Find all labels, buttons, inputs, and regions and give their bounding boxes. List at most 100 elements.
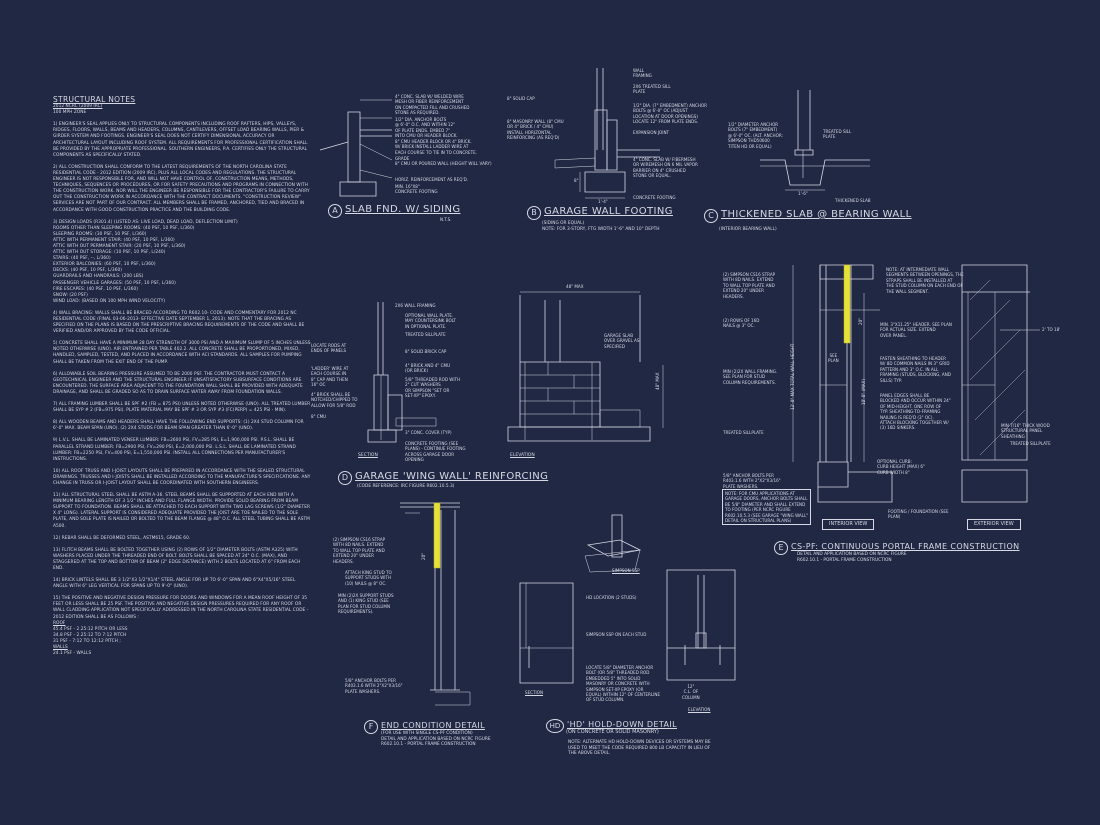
label-b-cap: 8" SOLID CAP xyxy=(507,96,535,101)
detail-e-name: CS-PF: CONTINUOUS PORTAL FRAME CONSTRUCT… xyxy=(791,542,1020,551)
label-d-plate: OPTIONAL WALL PLATE. MAY COUNTERSINK BOL… xyxy=(405,313,456,329)
detail-d-badge: D xyxy=(338,471,352,485)
notes-title: STRUCTURAL NOTES xyxy=(53,95,136,104)
label-d-cover: 3" CONC. COVER (TYP) xyxy=(405,430,452,435)
label-d-framing: 2x6 WALL FRAMING xyxy=(395,303,436,308)
label-e-sill: TREATED SILLPLATE xyxy=(723,430,764,435)
detail-e-subtitle: DETAIL AND APPLICATION BASED ON NCRC FIG… xyxy=(797,552,907,563)
detail-d-subtitle: (CODE REFERENCE: IRC FIGURE R602.10.5.3) xyxy=(357,484,455,489)
label-f-king: ATTACH KING STUD TO SUPPORT STUDS WITH (… xyxy=(345,570,392,586)
label-d-sill: TREATED SILLPLATE xyxy=(405,332,446,337)
detail-d-section-label: SECTION xyxy=(358,453,378,458)
walls-heading: WALLS xyxy=(53,645,68,651)
label-e-framing: MIN (2)2X WALL FRAMING. SEE PLAN FOR STU… xyxy=(723,369,778,385)
label-e-strap: (2) SIMPSON CS16 STRAP WITH 8d NAILS. EX… xyxy=(723,272,776,299)
label-e-fasten: FASTEN SHEATHING TO HEADER W/ 8d COMMON … xyxy=(880,356,951,383)
label-b-depth: 8" xyxy=(574,178,579,183)
detail-d-elevation-label: ELEVATION xyxy=(510,453,535,458)
detail-e-title: E CS-PF: CONTINUOUS PORTAL FRAME CONSTRU… xyxy=(774,541,1020,555)
detail-e-exterior-drawing xyxy=(962,265,1040,502)
detail-hd-title: HD 'HD' HOLD-DOWN DETAIL xyxy=(546,719,677,733)
label-d-notch: 4" BRICK SHALL BE NOTCHED/CHIPPED TO ALL… xyxy=(311,392,358,408)
label-e-panel: PANEL EDGES SHALL BE BLOCKED AND OCCUR W… xyxy=(880,393,951,431)
label-a-footing: MIN. 16"X8" CONCRETE FOOTING xyxy=(395,184,438,195)
label-b-width: 1'-4" xyxy=(598,199,608,204)
hd-section-drawing xyxy=(520,583,573,683)
interior-view-label: INTERIOR VIEW xyxy=(822,519,875,530)
label-e-note: NOTE: FOR CMU APPLICATIONS AT GARAGE DOO… xyxy=(722,489,812,526)
label-d-cmu: 8" CMU xyxy=(311,414,327,419)
cs16-strap-end xyxy=(434,503,440,568)
note-8: 8) ALL WOODEN BEAMS AND HEADERS SHALL HA… xyxy=(53,420,304,432)
label-hd-location: HD LOCATION (2 STUDS) xyxy=(586,595,637,600)
hd-elevation-drawing xyxy=(667,570,735,680)
label-d-width: 48" MAX xyxy=(566,284,584,289)
hd-section-label: SECTION xyxy=(525,690,544,695)
label-b-slab: 4" CONC. SLAB w/ FIBERMESH OR WIREMESH O… xyxy=(633,157,698,179)
note-14: 14) BRICK LINTELS SHALL BE 3 1/2"x3 1/2"… xyxy=(53,578,296,590)
detail-d-title: D GARAGE 'WING WALL' REINFORCING xyxy=(338,471,548,485)
detail-hd-subtitle: (ON CONCRETE OR SOLID MASONRY) xyxy=(566,729,659,735)
detail-hd-note: NOTE: ALTERNATE HD HOLD-DOWN DEVICES OR … xyxy=(568,740,711,757)
detail-b-drawing xyxy=(555,68,660,198)
wall-pressures: 24.1 PSF - WALLS xyxy=(53,651,92,657)
note-10: 10) ALL ROOF TRUSS AND I-JOIST LAYOUTS S… xyxy=(53,468,311,486)
label-hd-dim: 12" C.L. OF COLUMN xyxy=(682,684,700,700)
label-e-nails: (2) ROWS OF 16d NAILS @ 3" OC. xyxy=(723,318,760,329)
detail-c-drawing xyxy=(760,90,870,190)
label-d-cap: 8" SOLID BRICK CAP xyxy=(405,349,447,354)
label-a-wall: 8" CMU OR POURED WALL (HEIGHT WILL VARY) xyxy=(395,161,492,166)
label-e-height-total: 12'-0" MAX TOTAL WALL HEIGHT xyxy=(790,343,795,410)
detail-c-subtitle: (INTERIOR BEARING WALL) xyxy=(719,227,777,232)
exterior-view-label: EXTERIOR VIEW xyxy=(967,519,1021,530)
label-e-intermediate: NOTE: AT INTERMEDIATE WALL SEGMENTS BETW… xyxy=(886,267,964,294)
detail-c-name: THICKENED SLAB @ BEARING WALL xyxy=(721,209,912,220)
label-e-header: MIN. 3"x11.25" HEADER. SEE PLAN FOR ACTU… xyxy=(880,322,952,338)
detail-f-title: F END CONDITION DETAIL xyxy=(364,720,485,734)
label-d-slab: GARAGE SLAB OVER GRAVEL AS SPECIFIED xyxy=(604,333,640,349)
detail-d-name: GARAGE 'WING WALL' REINFORCING xyxy=(355,471,549,482)
cs16-strap-interior xyxy=(844,265,850,343)
note-12: 12) REBAR SHALL BE DEFORMED STEEL, ASTM6… xyxy=(53,535,191,541)
detail-b-title: B GARAGE WALL FOOTING xyxy=(527,206,673,220)
label-a-grade: GRADE xyxy=(395,156,410,161)
note-2: 2) ALL CONSTRUCTION SHALL CONFORM TO THE… xyxy=(53,164,310,213)
note-5: 5) CONCRETE SHALL HAVE A MINIMUM 28 DAY … xyxy=(53,341,311,365)
note-15: 15) THE POSITIVE AND NEGATIVE DESIGN PRE… xyxy=(53,596,309,620)
note-4: 4) WALL BRACING: WALLS SHALL BE BRACED A… xyxy=(53,310,305,335)
label-d-footing: CONCRETE FOOTING (SEE PLANS) - CONTINUE … xyxy=(405,441,466,463)
detail-a-scale: N.T.S. xyxy=(440,217,452,222)
detail-c-title: C THICKENED SLAB @ BEARING WALL xyxy=(704,209,912,223)
label-e-foundation: FOOTING / FOUNDATION (SEE PLAN) xyxy=(888,509,949,520)
detail-d-elevation-drawing xyxy=(508,292,663,441)
label-d-ladder: 'LADDER' WIRE AT EACH COURSE IN 8" CAP A… xyxy=(311,366,349,388)
label-e-anchor: 5/8" ANCHOR BOLTS PER R403.1.6 WITH 2"x2… xyxy=(723,473,781,489)
label-e-see-plan: SEE PLAN xyxy=(828,353,839,364)
label-a-anchor: 1/2" DIA. ANCHOR BOLTS @ 6'-0" O.C. AND … xyxy=(395,117,458,139)
note-13: 13) FLITCH BEAMS SHALL BE BOLTED TOGETHE… xyxy=(53,547,301,571)
label-f-anchor: 5/8" ANCHOR BOLTS PER R403.1.6 WITH 2"x2… xyxy=(345,678,403,694)
note-3: 3) DESIGN LOADS (R301.4) (LISTED AS: LIV… xyxy=(53,219,238,304)
detail-b-name: GARAGE WALL FOOTING xyxy=(544,206,673,217)
label-d-height: 48" MAX xyxy=(655,372,660,390)
label-c-sill: TREATED SILL PLATE xyxy=(823,129,852,140)
label-hd-anchor: LOCATE 5/8" DIAMETER ANCHOR BOLT (OR 5/8… xyxy=(586,665,661,703)
label-b-anchor: 1/2" DIA. (7" EMBEDMENT) ANCHOR BOLTS @ … xyxy=(633,103,707,125)
detail-b-subtitle: (SIDING OR EQUAL) NOTE: FOR 3-STORY, FTG… xyxy=(542,221,660,232)
note-9: 9) L.V.L. SHALL BE LAMINATED VENEER LUMB… xyxy=(53,438,296,462)
note-1: 1) ENGINEER'S SEAL APPLIES ONLY TO STRUC… xyxy=(53,122,308,158)
detail-e-badge: E xyxy=(774,541,788,555)
detail-b-badge: B xyxy=(527,206,541,220)
detail-hd-badge: HD xyxy=(546,719,564,733)
label-d-rods: LOCATE RODS AT ENDS OF PANELS xyxy=(311,343,347,354)
note-6: 6) ALLOWABLE SOIL BEARING PRESSURE ASSUM… xyxy=(53,371,303,395)
label-f-strap: (2) SIMPSON CS16 STRAP WITH 8d NAILS. EX… xyxy=(333,537,386,564)
label-c-anchor: 1/2" DIAMETER ANCHOR BOLTS (7" EMBEDMENT… xyxy=(728,122,783,149)
label-b-masonry: 8" MASONRY WALL (8" CMU OR 4" BRICK / 4"… xyxy=(507,119,564,141)
label-a-horiz: HORIZ. REINFORCEMENT AS REQ'D. xyxy=(395,177,469,182)
label-b-joint: EXPANSION JOINT xyxy=(633,130,670,135)
label-a-slab: 4" CONC. SLAB W/ WELDED WIRE MESH OR FIB… xyxy=(395,94,470,116)
label-e-sheathing: MIN 7/16" THICK WOOD STRUCTURAL PANEL SH… xyxy=(1001,423,1050,439)
detail-f-badge: F xyxy=(364,720,378,734)
